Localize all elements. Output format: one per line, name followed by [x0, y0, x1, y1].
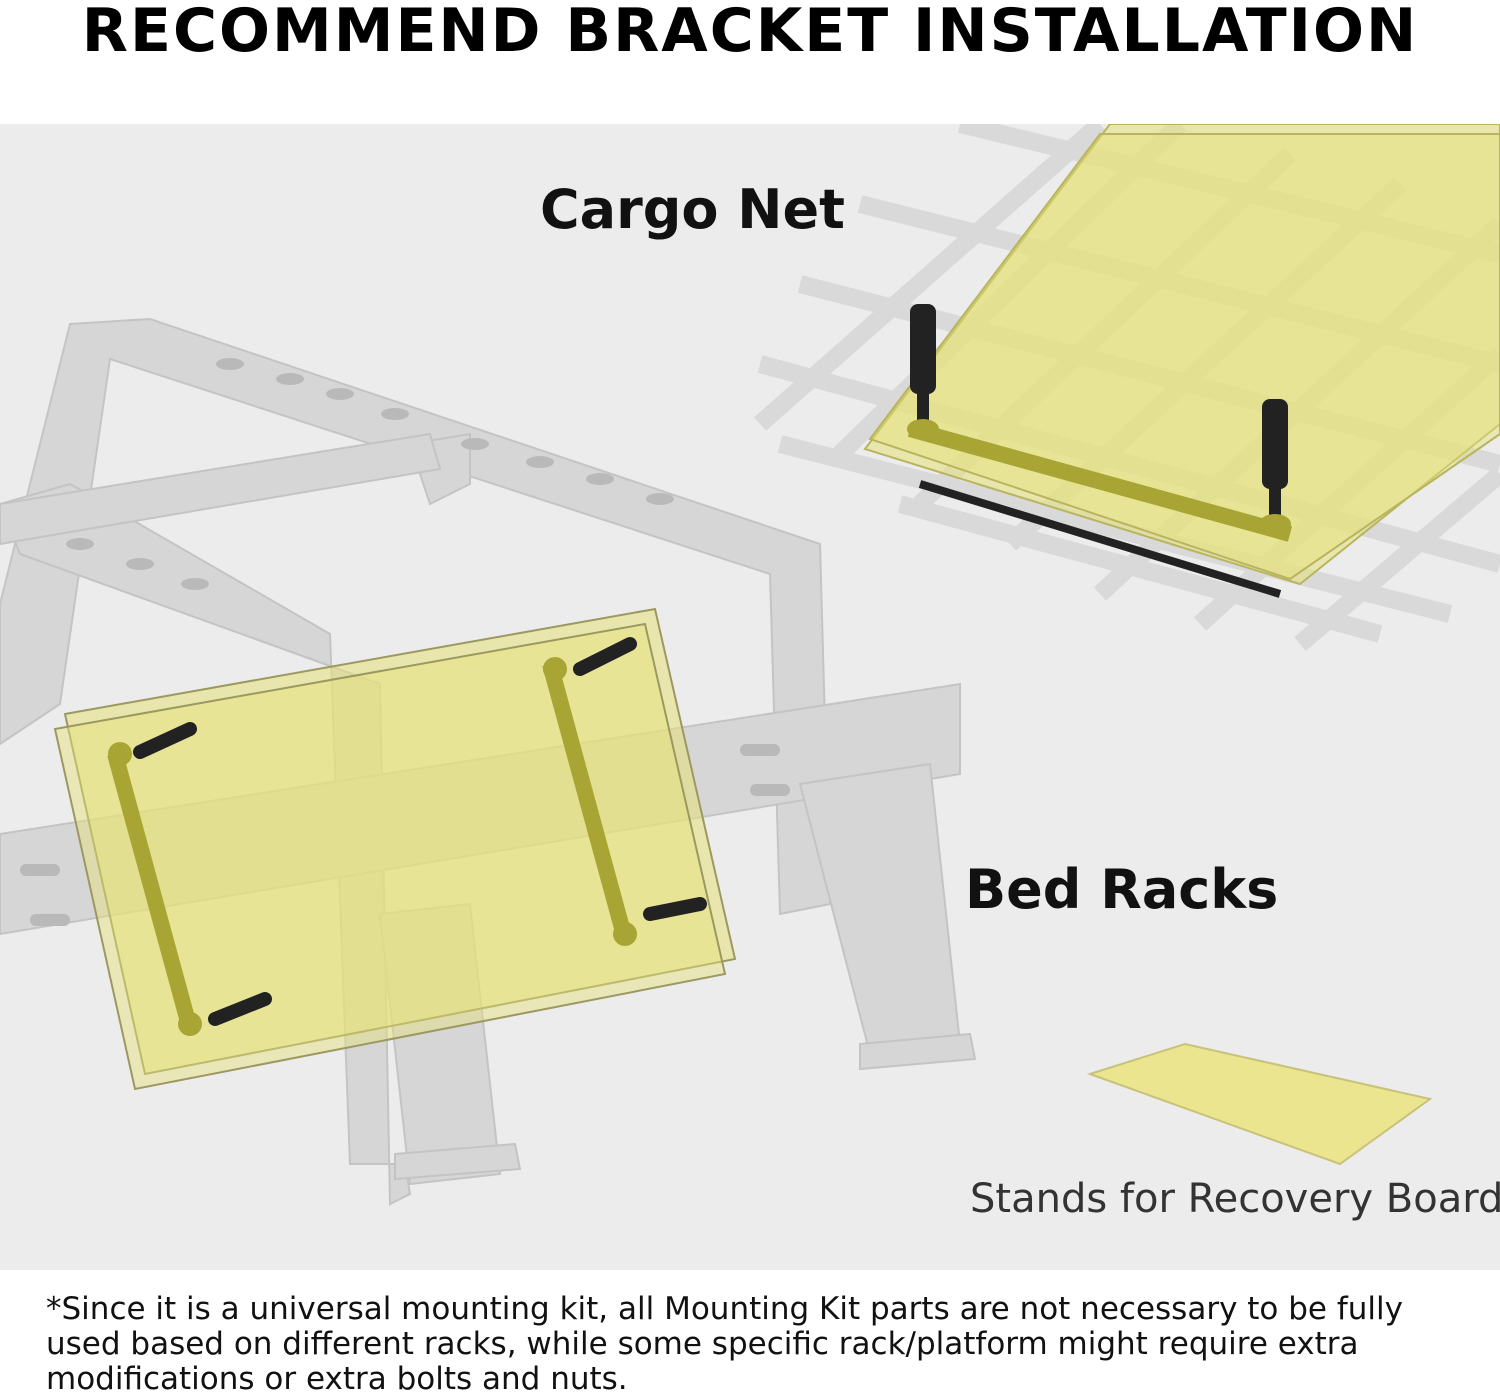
installation-illustration: Cargo Net Bed Racks Stands for Recovery …: [0, 124, 1500, 1270]
cargo-bolts: [910, 304, 1288, 522]
bed-bolts: [133, 637, 707, 1026]
cargo-net-label: Cargo Net: [540, 178, 845, 241]
page-title: RECOMMEND BRACKET INSTALLATION: [81, 0, 1419, 66]
footnote: *Since it is a universal mounting kit, a…: [46, 1291, 1403, 1397]
illustration-graphic: [0, 124, 1500, 1206]
stands-label: Stands for Recovery Board: [970, 1176, 1500, 1222]
recovery-board: [1086, 1042, 1433, 1166]
bed-racks-label: Bed Racks: [965, 858, 1279, 921]
bed-board-front: [53, 622, 727, 1091]
